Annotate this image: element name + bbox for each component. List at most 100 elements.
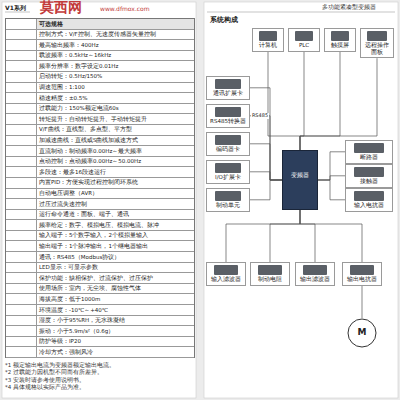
device-label: 制动单元 [209, 202, 247, 209]
table-cell [6, 19, 37, 29]
device-label: 接触器 [348, 178, 390, 185]
device-box: 触摸屏 [324, 28, 356, 52]
table-row: 通讯：RS485（Modbus协议） [6, 252, 194, 263]
table-row: 过载能力：150%额定电流60s [6, 104, 194, 115]
table-row: 载波频率：0.5kHz～16kHz [6, 51, 194, 62]
table-cell [6, 326, 37, 336]
table-cell: 运行命令通道：面板、端子、通讯 [37, 210, 194, 220]
device-box: 通讯扩展卡 [206, 76, 250, 100]
table-cell: 频率给定：数字、模拟电压、模拟电流、脉冲 [37, 220, 194, 230]
inverter-unit: 变频器 [282, 150, 318, 210]
table-row: 控制方式：V/F控制、无速度传感器矢量控制 [6, 30, 194, 41]
table-cell [6, 40, 37, 50]
connector-line [250, 116, 282, 180]
header-rule [207, 12, 395, 13]
table-cell [6, 220, 37, 230]
table-cell: LED显示：可显示参数 [37, 263, 194, 273]
table-row: 环境温度：-10℃～+40℃ [6, 305, 194, 316]
connector-line [250, 180, 282, 200]
connector-line [300, 52, 304, 150]
table-cell [6, 51, 37, 61]
device-label: 输入电抗器 [348, 202, 390, 209]
table-cell [6, 263, 37, 273]
table-cell: 振动：小于5.9m/s²（0.6g） [37, 326, 194, 336]
table-cell: 可选规格 [37, 19, 194, 29]
table-cell [6, 305, 37, 315]
table-row: 输入端子：5个数字输入，2个模拟量输入 [6, 231, 194, 242]
table-row: 频率给定：数字、模拟电压、模拟电流、脉冲 [6, 220, 194, 231]
table-cell [6, 337, 37, 347]
device-box: 断路器 [345, 140, 393, 164]
device-icon [215, 107, 242, 117]
device-box: RS485转换器 [206, 104, 250, 128]
table-cell [6, 93, 37, 103]
device-label: 输出滤波器 [298, 276, 332, 283]
table-cell: 输入端子：5个数字输入，2个模拟量输入 [37, 231, 194, 241]
device-label: 触摸屏 [327, 42, 353, 49]
device-icon [258, 265, 282, 275]
connector-line [250, 144, 282, 180]
table-cell [6, 231, 37, 241]
right-page [204, 2, 398, 398]
table-cell: 点动控制：点动频率0.00Hz～50.00Hz [37, 157, 194, 167]
connector-line [250, 172, 282, 180]
table-cell: 转矩提升：自动转矩提升、手动转矩提升 [37, 114, 194, 124]
table-row: 保护功能：缺相保护、过流保护、过压保护 [6, 273, 194, 284]
table-cell [6, 189, 37, 199]
table-row: 振动：小于5.9m/s²（0.6g） [6, 326, 194, 337]
connector-line [270, 210, 300, 262]
connector-line [318, 180, 345, 200]
connector-line [318, 176, 345, 180]
table-cell: 调速范围：1:100 [37, 83, 194, 93]
table-cell [6, 30, 37, 40]
device-icon [259, 31, 277, 41]
connector-line [250, 88, 282, 180]
table-row: 冷却方式：强制风冷 [6, 347, 194, 358]
table-cell: 使用场所：室内，无尘埃、腐蚀性气体 [37, 284, 194, 294]
table-cell: 载波频率：0.5kHz～16kHz [37, 51, 194, 61]
device-label: 计算机 [255, 42, 281, 49]
device-icon [214, 265, 238, 275]
device-icon [331, 31, 349, 41]
motor-outline [348, 319, 376, 347]
table-cell [6, 294, 37, 304]
connector-line [300, 58, 377, 150]
table-row: LED显示：可显示参数 [6, 263, 194, 274]
table-cell: 过压过流失速控制 [37, 199, 194, 209]
table-cell: 冷却方式：强制风冷 [37, 347, 194, 357]
device-label: 通讯扩展卡 [209, 90, 247, 97]
table-row: 自动电压调整（AVR） [6, 189, 194, 200]
table-cell [6, 347, 37, 357]
device-icon [215, 135, 242, 145]
spec-table: 可选规格控制方式：V/F控制、无速度传感器矢量控制最高输出频率：400Hz载波频… [5, 18, 195, 358]
device-label: I/O扩展卡 [209, 174, 247, 181]
device-box: 制动单元 [206, 188, 250, 212]
watermark-url: www.dfmox.com [100, 5, 150, 12]
device-box: 输入电抗器 [345, 188, 393, 212]
device-label: RS485转换器 [209, 118, 247, 125]
device-icon [350, 265, 374, 275]
table-cell: 湿度：小于95%RH，无水珠凝结 [37, 316, 194, 326]
table-cell: 内置PID：方便实现过程控制闭环系统 [37, 178, 194, 188]
device-label: 输入滤波器 [209, 276, 243, 283]
footnote: *3 安装时请参考使用说明书。 [5, 377, 193, 384]
table-row: 多段速：最多16段速运行 [6, 167, 194, 178]
table-cell [6, 252, 37, 262]
device-icon [303, 265, 327, 275]
table-row: 加减速曲线：直线或S曲线加减速方式 [6, 136, 194, 147]
device-box: 计算机 [252, 28, 284, 52]
connector-line [300, 210, 362, 262]
device-label: M [347, 318, 377, 346]
table-cell: 稳速精度：±0.5% [37, 93, 194, 103]
table-row: V/F曲线：直线型、多点型、平方型 [6, 125, 194, 136]
table-row: 启动转矩：0.5Hz/150% [6, 72, 194, 83]
device-label: PLC [291, 42, 317, 49]
table-row: 稳速精度：±0.5% [6, 93, 194, 104]
table-cell: 加减速曲线：直线或S曲线加减速方式 [37, 136, 194, 146]
footnote: *1 额定输出电流为变频器额定输出电流。 [5, 362, 193, 369]
device-icon [354, 191, 383, 201]
device-icon [215, 79, 242, 89]
device-label: 输出电抗器 [345, 276, 379, 283]
